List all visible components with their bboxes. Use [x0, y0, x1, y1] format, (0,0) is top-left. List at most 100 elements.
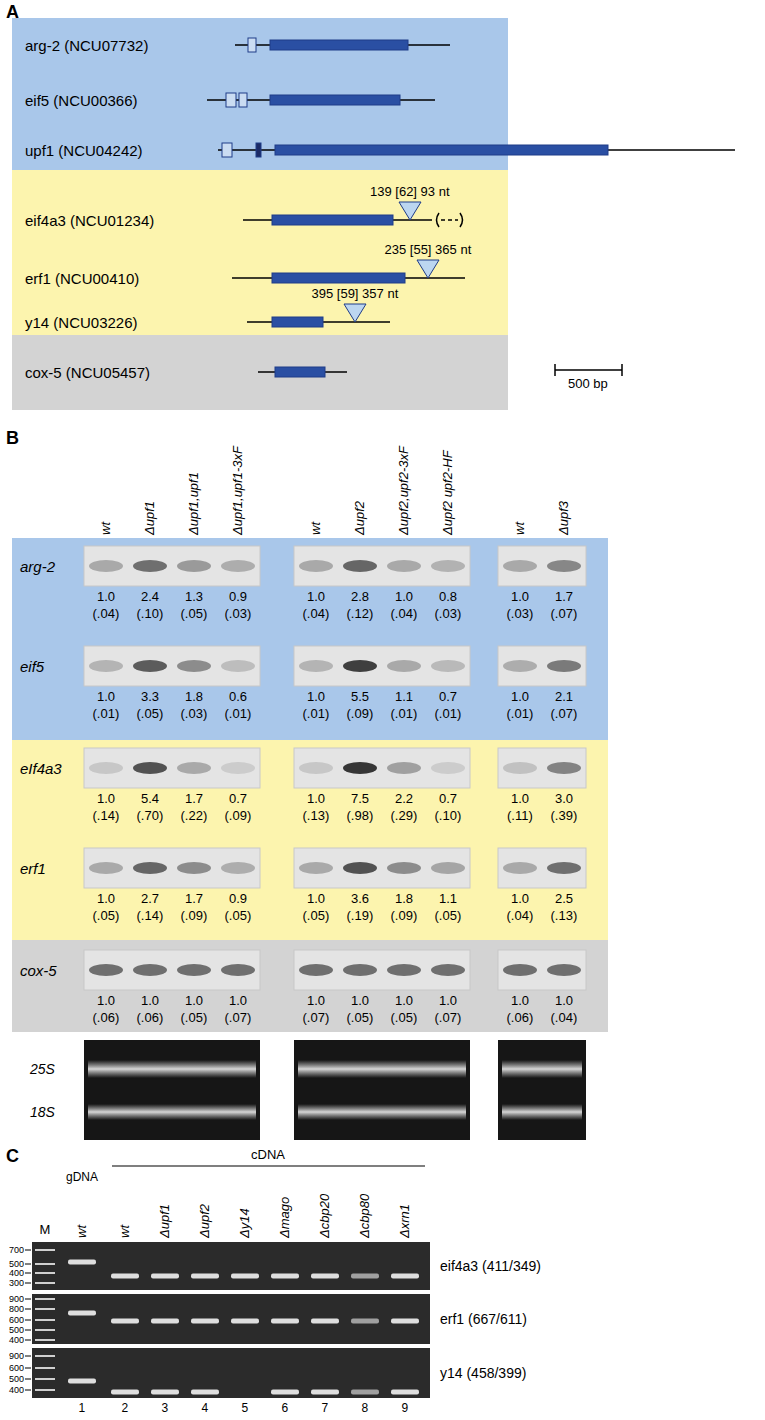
blot-band	[221, 964, 255, 976]
gel-band	[68, 1379, 96, 1384]
blot-band	[133, 762, 167, 774]
ratio-value: 1.1	[395, 690, 413, 705]
ratio-value: 2.7	[141, 892, 159, 907]
gel-image	[32, 1294, 430, 1344]
blot-band	[547, 964, 581, 976]
size-marker: 400	[9, 1385, 24, 1395]
gel-image	[32, 1348, 430, 1398]
group-label: gDNA	[66, 1171, 98, 1185]
gene-label: arg-2 (NCU07732)	[25, 37, 148, 54]
marker-tick	[25, 1250, 31, 1251]
blot-image	[294, 546, 470, 586]
gel-band	[35, 1329, 55, 1331]
marker-tick	[25, 1264, 31, 1265]
marker-tick	[25, 1273, 31, 1274]
lane-number: 1	[79, 1402, 86, 1416]
error-value: (.03)	[225, 607, 252, 622]
ratio-value: 1.0	[229, 994, 247, 1009]
blot-band	[343, 660, 377, 672]
gel-band	[68, 1260, 96, 1265]
gel-band	[35, 1282, 55, 1284]
gel-band	[151, 1274, 179, 1279]
panel-letter: A	[6, 2, 19, 23]
blot-band	[387, 660, 421, 672]
gel-band	[191, 1274, 219, 1279]
lane-header: M	[40, 1223, 51, 1238]
error-value: (.14)	[93, 809, 120, 824]
ratio-value: 1.0	[511, 994, 529, 1009]
intron-label: 139 [62] 93 nt	[370, 185, 450, 200]
error-value: (.05)	[435, 909, 462, 924]
ratio-value: 1.0	[307, 690, 325, 705]
size-marker: 800	[9, 1304, 24, 1314]
ratio-value: 1.0	[555, 994, 573, 1009]
gel-band	[231, 1319, 259, 1324]
blot-band	[387, 964, 421, 976]
blot-band	[299, 862, 333, 874]
error-value: (.19)	[347, 909, 374, 924]
blot-band	[177, 660, 211, 672]
gel-band	[298, 1104, 466, 1120]
blot-band	[503, 862, 537, 874]
blot-image	[294, 646, 470, 686]
blot-band	[133, 560, 167, 572]
marker-tick	[25, 1309, 31, 1310]
error-value: (.05)	[181, 1011, 208, 1026]
gel-band	[35, 1298, 55, 1300]
blot-band	[299, 660, 333, 672]
blot-band	[89, 660, 123, 672]
blot-band	[431, 762, 465, 774]
ratio-value: 1.0	[141, 994, 159, 1009]
ratio-value: 1.0	[97, 792, 115, 807]
gene-label: cox-5 (NCU05457)	[25, 364, 150, 381]
lane-header: Δy14	[238, 1208, 253, 1238]
ratio-value: 5.4	[141, 792, 159, 807]
lane-number: 8	[362, 1402, 369, 1416]
blot-band	[89, 862, 123, 874]
gel-band	[191, 1390, 219, 1395]
ratio-value: 7.5	[351, 792, 369, 807]
ratio-value: 1.3	[185, 590, 203, 605]
color-band: eif4a3 (NCU01234)139 [62] 93 nterf1 (NCU…	[12, 170, 508, 335]
error-value: (.07)	[551, 607, 578, 622]
gel-band	[35, 1249, 55, 1251]
ratio-value: 1.0	[97, 590, 115, 605]
gel-band	[88, 1060, 256, 1078]
ratio-value: 1.0	[511, 892, 529, 907]
scale-bar	[555, 364, 622, 376]
gel-band	[502, 1060, 582, 1078]
gel-band	[35, 1319, 55, 1321]
blot-image	[498, 646, 586, 686]
ratio-value: 1.0	[97, 892, 115, 907]
blot-band	[221, 862, 255, 874]
gel-band	[391, 1319, 419, 1324]
lane-header: Δupf2 upf2-HF	[441, 450, 456, 535]
gel-band	[231, 1274, 259, 1279]
blot-band	[503, 660, 537, 672]
lane-header: wt	[118, 1225, 133, 1238]
lane-header: Δupf1	[158, 1204, 173, 1238]
cdna-bracket	[112, 1165, 425, 1166]
blot-band	[547, 560, 581, 572]
gel-image	[84, 1040, 260, 1140]
gel-band	[35, 1272, 55, 1274]
size-marker: 900	[9, 1351, 24, 1361]
color-band: cox-5 (NCU05457)	[12, 335, 508, 410]
size-marker: 400	[9, 1268, 24, 1278]
error-value: (.01)	[303, 707, 330, 722]
error-value: (.22)	[181, 809, 208, 824]
gel-band	[311, 1390, 339, 1395]
gene-label: cox-5	[20, 962, 57, 979]
size-marker: 600	[9, 1363, 24, 1373]
blot-band	[221, 762, 255, 774]
gel-band	[35, 1355, 55, 1357]
gel-band	[88, 1104, 256, 1120]
error-value: (.14)	[137, 909, 164, 924]
error-value: (.09)	[225, 809, 252, 824]
ratio-value: 3.0	[555, 792, 573, 807]
blot-image	[84, 848, 260, 888]
pcr-gel	[25, 1242, 430, 1398]
lane-header: Δupf2,upf2-3xF	[397, 446, 412, 535]
error-value: (.09)	[391, 909, 418, 924]
error-value: (.11)	[507, 809, 533, 824]
